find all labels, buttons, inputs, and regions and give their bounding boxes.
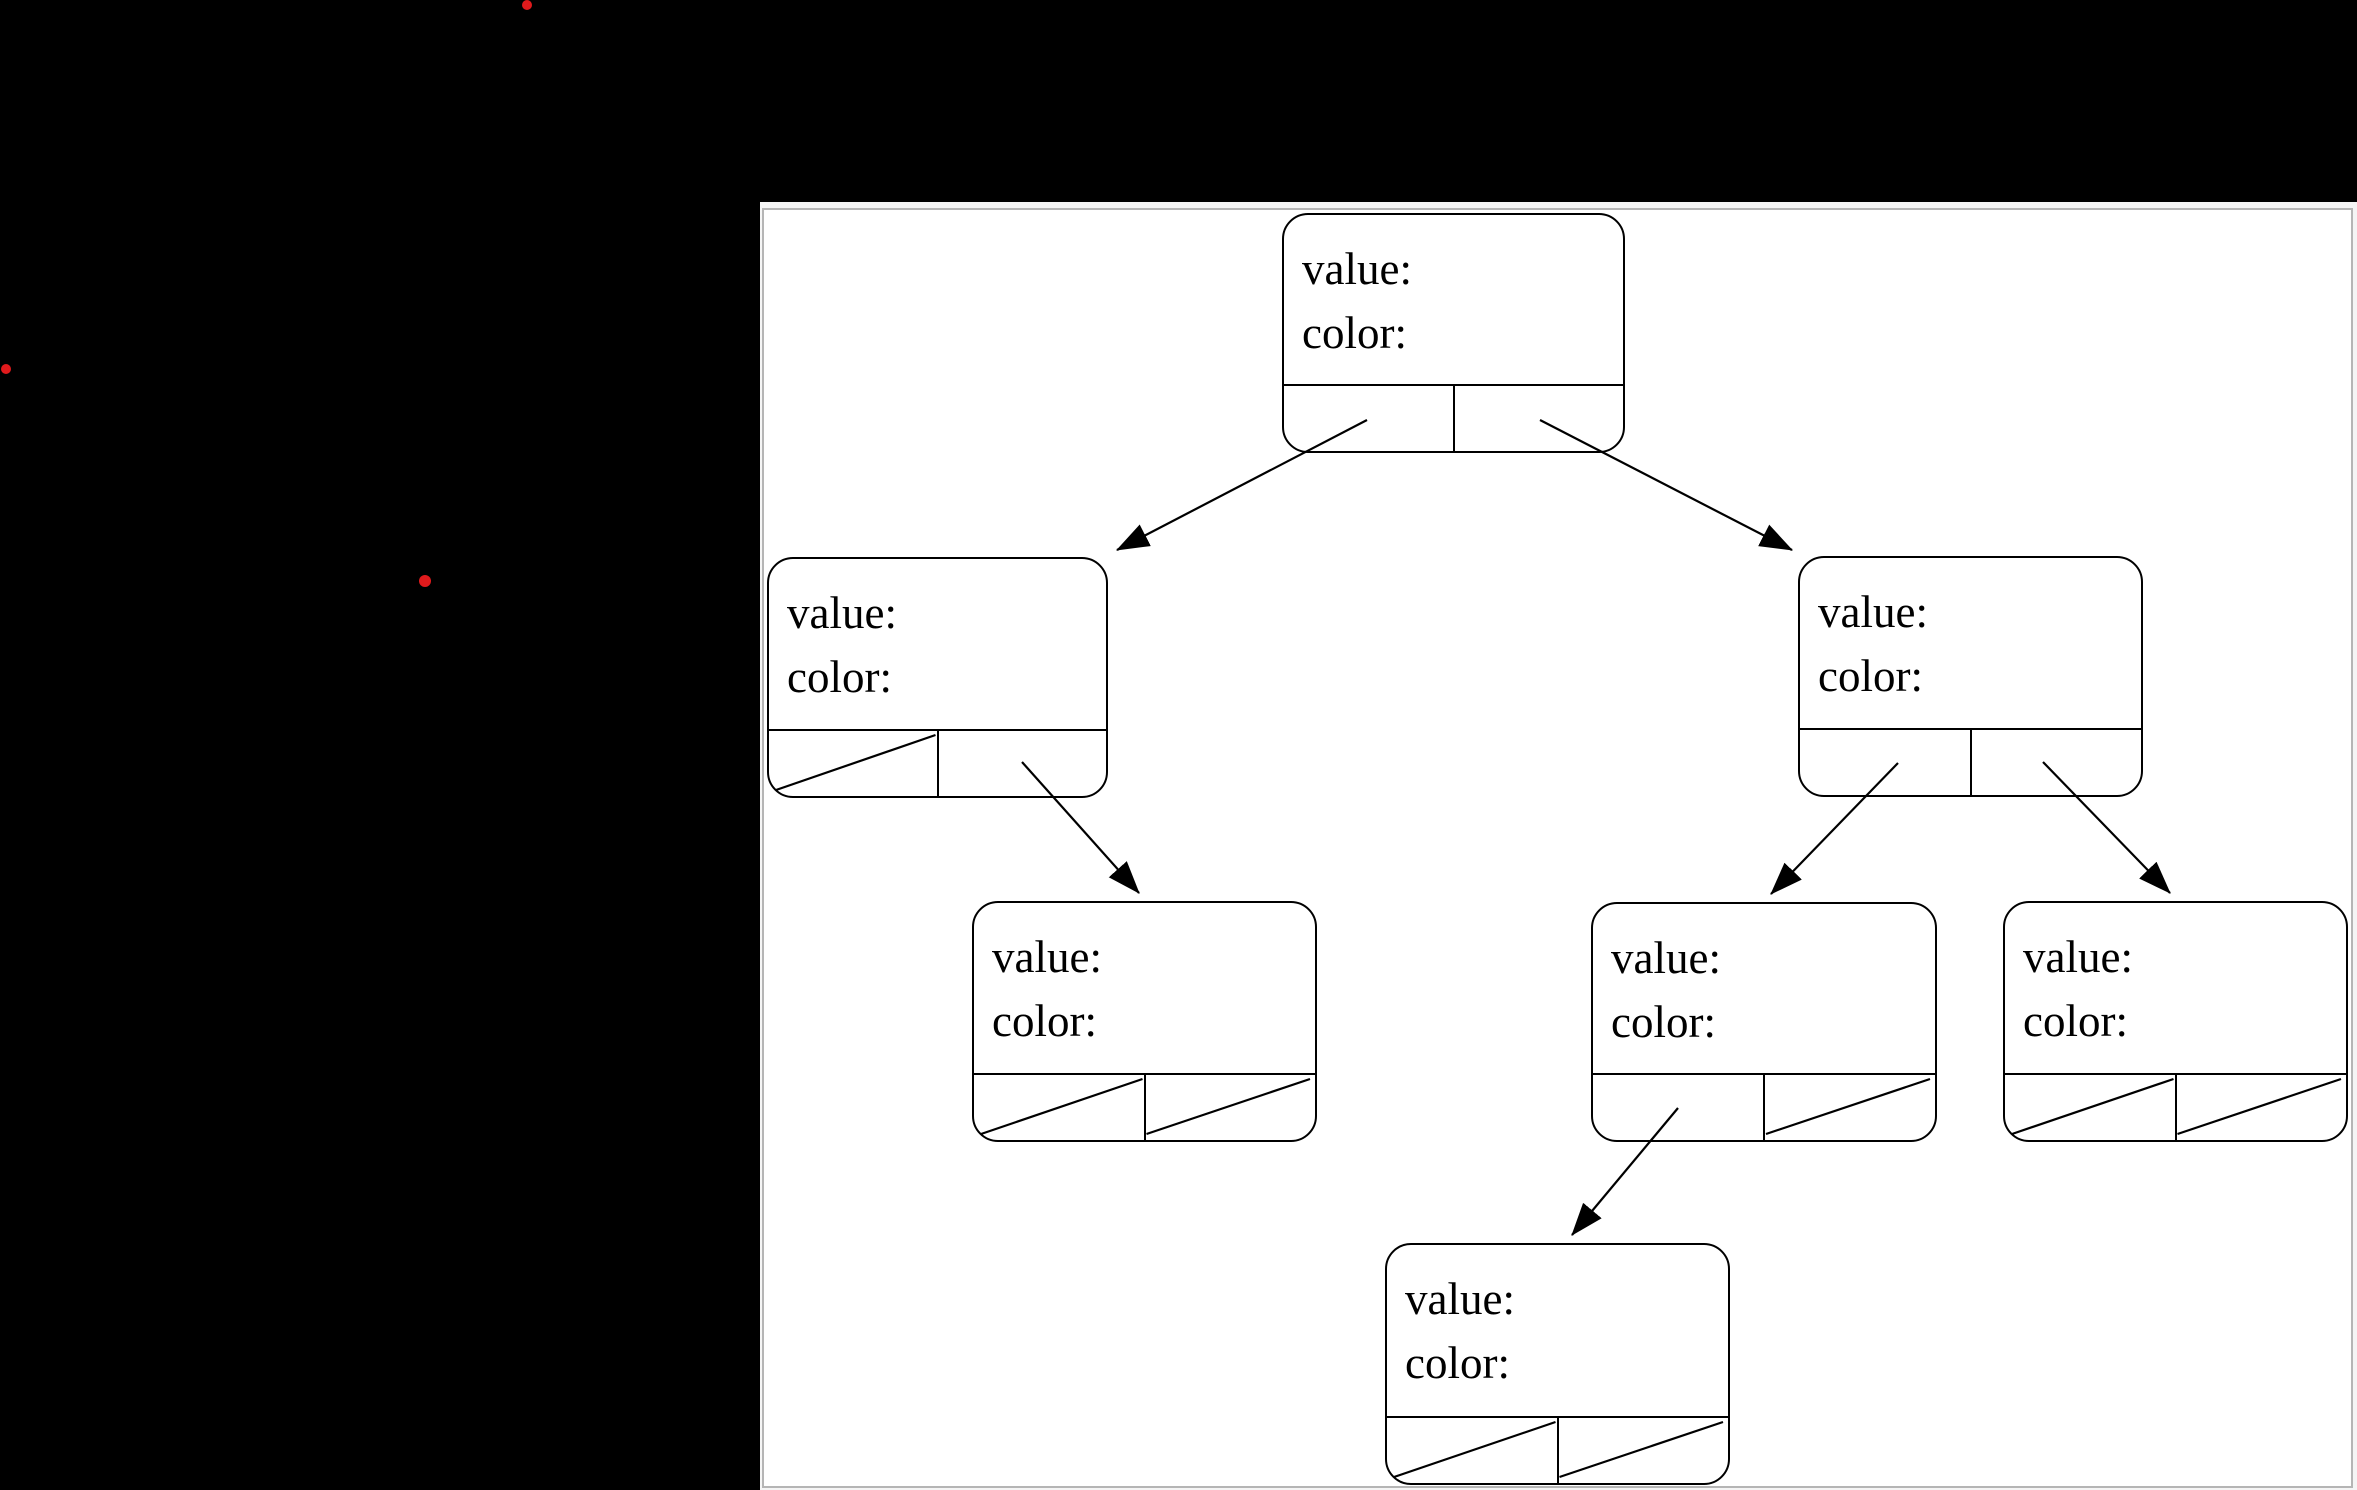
- pointer-divider: [1969, 730, 1972, 795]
- node-field-labels: value: color:: [1818, 580, 1928, 708]
- pointer-divider: [1763, 1075, 1765, 1140]
- node-field-labels: value: color:: [992, 925, 1102, 1053]
- tree-node-left-child: value: color:: [767, 557, 1108, 798]
- node-value-label: value:: [1405, 1274, 1515, 1324]
- node-color-label: color:: [1611, 997, 1716, 1047]
- tree-node-right-child: value: color:: [1798, 556, 2143, 797]
- node-value-label: value:: [787, 588, 897, 638]
- node-value-label: value:: [1611, 933, 1721, 983]
- pointer-divider: [936, 731, 939, 796]
- red-annotation-dot-1: [522, 0, 532, 10]
- pointer-divider: [2174, 1075, 2177, 1140]
- node-color-label: color:: [787, 652, 892, 702]
- pointer-divider: [1452, 386, 1455, 451]
- node-color-label: color:: [1405, 1338, 1510, 1388]
- pointer-row: [974, 1073, 1315, 1140]
- pointer-row: [1387, 1416, 1728, 1483]
- pointer-row: [1284, 384, 1623, 451]
- node-field-labels: value: color:: [1302, 237, 1412, 365]
- pointer-row: [2005, 1073, 2346, 1140]
- tree-node-right-right-grandchild: value: color:: [2003, 901, 2348, 1142]
- tree-node-bottom-node: value: color:: [1385, 1243, 1730, 1485]
- node-value-label: value:: [2023, 932, 2133, 982]
- tree-node-right-left-grandchild: value: color:: [1591, 902, 1937, 1142]
- tree-node-root: value: color:: [1282, 213, 1625, 453]
- red-annotation-dot-3: [419, 575, 431, 587]
- node-color-label: color:: [992, 996, 1097, 1046]
- red-annotation-dot-2: [1, 364, 11, 374]
- node-color-label: color:: [1302, 308, 1407, 358]
- node-value-label: value:: [992, 932, 1102, 982]
- pointer-row: [1800, 728, 2141, 795]
- pointer-divider: [1556, 1418, 1559, 1483]
- node-field-labels: value: color:: [1611, 926, 1721, 1054]
- node-value-label: value:: [1302, 244, 1412, 294]
- pointer-row: [1593, 1073, 1935, 1140]
- node-field-labels: value: color:: [787, 581, 897, 709]
- node-field-labels: value: color:: [2023, 925, 2133, 1053]
- node-value-label: value:: [1818, 587, 1928, 637]
- pointer-divider: [1143, 1075, 1146, 1140]
- node-field-labels: value: color:: [1405, 1267, 1515, 1395]
- tree-node-left-right-grandchild: value: color:: [972, 901, 1317, 1142]
- node-color-label: color:: [2023, 996, 2128, 1046]
- node-color-label: color:: [1818, 651, 1923, 701]
- pointer-row: [769, 729, 1106, 796]
